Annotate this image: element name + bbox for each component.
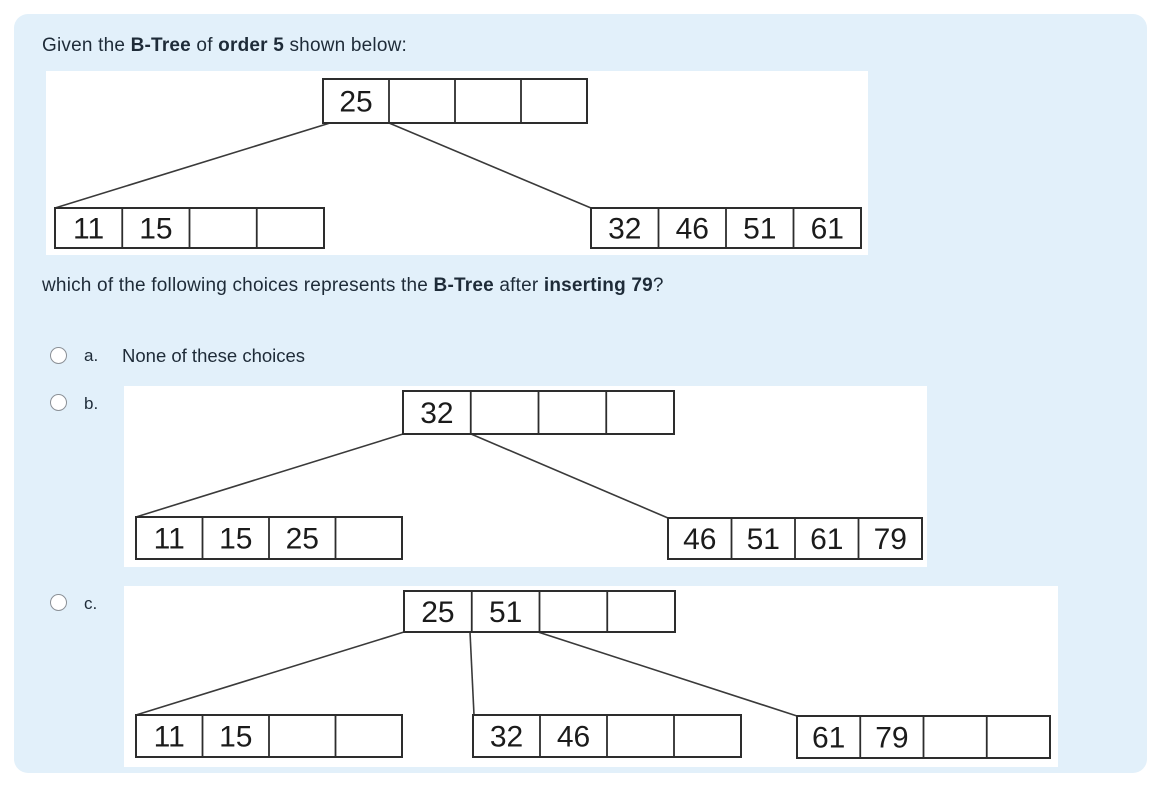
tree-cell-value: 46 [557,721,590,754]
tree-cell-value: 15 [219,523,252,556]
text-segment: ? [652,275,664,296]
tree-cell-value: 32 [420,397,453,430]
tree-edge [54,122,331,209]
text-segment: shown below: [284,35,408,56]
question-prompt-text: which of the following choices represent… [42,273,1127,299]
tree-cell-value: 11 [154,721,185,754]
option-c-btree-diagram: 25 51 11 15 32 46 61 79 [135,590,1051,759]
option-a-row: a. None of these choices [42,345,1127,367]
tree-edge [470,433,669,519]
tree-cell-value: 61 [810,523,843,556]
tree-cell-value: 79 [874,523,907,556]
tree-cell-value: 51 [747,523,780,556]
text-segment: B-Tree [433,275,494,296]
text-segment: Given the [42,35,131,56]
text-segment: B-Tree [130,35,191,56]
question-intro-text: Given the B-Tree of order 5 shown below: [42,33,1127,59]
option-b-radio[interactable] [50,394,67,411]
tree-cell-value: 79 [875,722,908,755]
option-a-radio[interactable] [50,347,67,364]
option-c-tree-image[interactable]: 25 51 11 15 32 46 61 79 [124,586,1058,767]
tree-cell-value: 15 [139,213,172,246]
tree-cell-value: 61 [812,722,845,755]
tree-cell-value: 61 [811,213,844,246]
option-a-letter: a. [84,346,99,365]
tree-cell-value: 25 [286,523,319,556]
tree-cell-value: 51 [743,213,776,246]
option-a-label[interactable]: None of these choices [122,345,306,366]
text-segment: of [190,35,219,56]
tree-cell-value: 11 [73,213,104,246]
option-b-tree-image[interactable]: 32 11 15 25 46 51 61 79 [124,386,927,567]
tree-cell-value: 46 [683,523,716,556]
tree-cell-value: 46 [676,213,709,246]
text-segment: order 5 [218,35,284,56]
tree-cell-value: 11 [154,523,185,556]
text-segment: inserting 79 [543,275,653,296]
tree-edge [537,631,798,717]
text-segment: after [493,275,544,296]
option-c-row: c. 25 51 11 15 32 46 61 79 [42,586,1127,767]
tree-cell-value: 25 [421,596,454,629]
answer-options: a. None of these choices b. 32 11 15 25 46 51… [42,345,1127,767]
tree-edge [135,631,405,716]
tree-edge [469,631,475,716]
option-b-row: b. 32 11 15 25 46 51 61 79 [42,386,1127,567]
tree-cell-value: 51 [489,596,522,629]
tree-edge [135,433,404,518]
tree-cell-value: 15 [219,721,252,754]
question-tree-image: 25 11 15 32 46 51 61 [46,71,868,255]
option-b-letter: b. [84,394,99,413]
option-b-btree-diagram: 32 11 15 25 46 51 61 79 [135,390,923,560]
tree-cell-value: 32 [608,213,641,246]
question-btree-diagram: 25 11 15 32 46 51 61 [54,78,862,249]
tree-edge [388,122,592,209]
text-segment: which of the following choices represent… [42,275,434,296]
option-c-radio[interactable] [50,594,67,611]
option-c-letter: c. [84,594,98,613]
question-panel: Given the B-Tree of order 5 shown below:… [14,14,1147,773]
tree-cell-value: 25 [339,86,372,119]
tree-cell-value: 32 [490,721,523,754]
